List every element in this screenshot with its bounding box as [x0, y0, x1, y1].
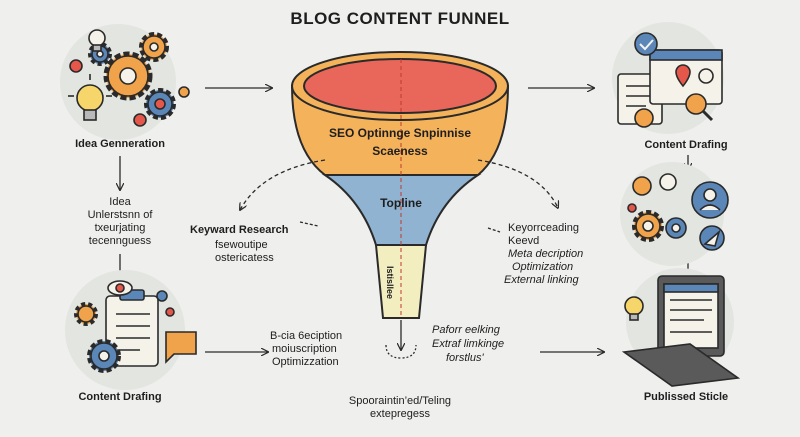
checkmark-icon	[634, 32, 658, 56]
funnel	[290, 51, 510, 319]
lightbulb-icon	[88, 29, 106, 52]
onpage-line-3: Meta decription	[508, 248, 584, 260]
lightbulb-icon	[68, 74, 112, 121]
idea-sub-line-2: Unlerstsnn of	[87, 209, 153, 221]
eye-icon	[107, 280, 133, 296]
funnel-output-arrow	[385, 320, 417, 359]
bottom-left-line-3: Optimizzation	[272, 356, 339, 368]
published-article-icons	[621, 268, 741, 387]
gear-icon	[632, 210, 664, 242]
clipboard-icon	[105, 289, 159, 367]
outreach-icons	[620, 162, 729, 266]
gear-icon	[144, 88, 176, 120]
gear-icon	[139, 32, 169, 62]
bottom-right-line-1: Paforr eelking	[432, 324, 500, 336]
content-drafting-label-left: Content Drafing	[78, 391, 162, 403]
content-drafting-icons-right	[612, 22, 724, 134]
idea-generation-icons	[60, 24, 190, 140]
laptop-icon	[621, 275, 741, 387]
user-icon	[632, 176, 652, 196]
onpage-line-1: Keyorrceading	[508, 222, 579, 234]
idea-sub-line-4: tecennguess	[88, 235, 152, 247]
funnel-stem	[374, 244, 428, 319]
arrow-tick-right	[487, 227, 501, 233]
content-drafting-icons-left	[65, 270, 197, 390]
diagram-title: BLOG CONTENT FUNNEL	[290, 9, 510, 28]
bottom-left-line-1: B-cia 6eciption	[270, 330, 343, 342]
idea-sub-line-3: txeurjating	[94, 222, 146, 234]
user-icon	[691, 181, 729, 219]
funnel-opening	[303, 58, 497, 114]
bottom-center-line-1: Spooraintin’ed/Teling	[348, 395, 452, 407]
arrow-curve-right	[477, 159, 558, 208]
gear-icon	[87, 339, 121, 373]
arrow-curve-left	[240, 159, 326, 210]
gear-icon	[103, 51, 153, 101]
funnel-top-text-2: Scaeness	[372, 144, 428, 158]
idea-sub-line-1: Idea	[109, 196, 131, 208]
onpage-line-2: Keevd	[508, 235, 540, 247]
send-icon	[699, 225, 725, 251]
bottom-left-line-2: moiuscription	[272, 343, 337, 355]
content-drafting-label-right: Content Drafing	[644, 139, 728, 151]
onpage-line-4: Optimization	[512, 261, 574, 273]
keyword-research-line-1: fsewoutipe	[215, 239, 268, 251]
chat-bubble-icon	[165, 331, 197, 364]
keyword-research-line-2: ostericatess	[215, 252, 274, 264]
target-icon	[665, 217, 687, 239]
idea-generation-label: Idea Genneration	[75, 138, 165, 150]
gear-icon	[74, 302, 98, 326]
magnifier-icon	[685, 93, 714, 122]
onpage-line-5: External linking	[504, 274, 579, 286]
bottom-right-line-2: Extraf limkinge	[432, 338, 505, 350]
location-pin-icon	[675, 64, 691, 88]
published-article-label: Publissed Sticle	[643, 391, 729, 403]
bottom-right-line-3: forstlus'	[446, 352, 484, 364]
arrow-tick-left	[299, 221, 319, 227]
bottom-center-line-2: extepregess	[370, 408, 430, 420]
funnel-stem-text: Istisllee	[385, 266, 395, 300]
funnel-top-text-1: SEO Optinnge Snpinnise	[328, 126, 471, 140]
funnel-mid-text: Topline	[380, 196, 422, 210]
user-icon	[634, 108, 654, 128]
keyword-research-heading: Keyward Research	[190, 224, 289, 236]
lightbulb-icon	[624, 296, 644, 321]
